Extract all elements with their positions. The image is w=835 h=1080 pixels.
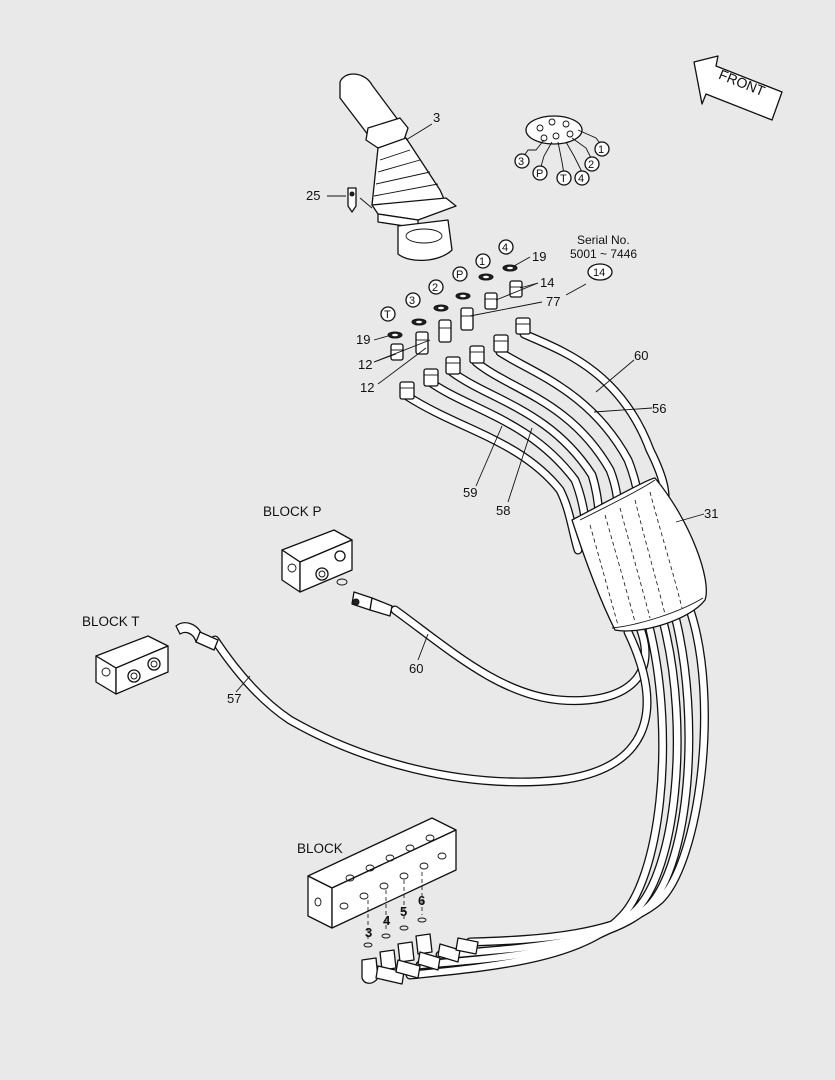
- svg-text:3: 3: [409, 295, 415, 307]
- serial-label: Serial No.: [577, 233, 630, 247]
- circled-port-3: 3: [405, 292, 421, 308]
- callout-57: 57: [227, 691, 241, 706]
- pattern-marker-t: T: [556, 170, 572, 186]
- pattern-marker-3: 3: [514, 153, 530, 169]
- block-port-6: 6: [418, 893, 425, 908]
- joystick-assembly: [339, 73, 457, 261]
- manifold-block: [307, 817, 479, 985]
- protective-sleeve: [571, 477, 707, 632]
- circled-port-p: P: [452, 266, 468, 282]
- circled-markers: T 3 2 P 1 4 14 1: [380, 141, 613, 322]
- hose-bundle: [210, 329, 709, 980]
- callout-12-lower: 12: [360, 380, 374, 395]
- svg-text:2: 2: [432, 282, 438, 294]
- circled-port-2: 2: [428, 279, 444, 295]
- callout-56: 56: [652, 401, 666, 416]
- serial-range: 5001 ~ 7446: [570, 247, 637, 261]
- pattern-marker-1: 1: [594, 141, 610, 157]
- callout-14: 14: [540, 275, 554, 290]
- callout-12-upper: 12: [358, 357, 372, 372]
- pattern-marker-4: 4: [574, 170, 590, 186]
- callout-19-left: 19: [356, 332, 370, 347]
- callout-58: 58: [496, 503, 510, 518]
- svg-text:1: 1: [598, 144, 604, 156]
- serial-note: Serial No. 5001 ~ 7446: [570, 233, 637, 261]
- svg-text:14: 14: [593, 267, 605, 279]
- circled-serial-14: 14: [587, 263, 613, 281]
- callout-31: 31: [704, 506, 718, 521]
- svg-text:T: T: [384, 309, 391, 321]
- svg-text:4: 4: [502, 242, 508, 254]
- callout-19-top: 19: [532, 249, 546, 264]
- svg-text:2: 2: [588, 159, 594, 171]
- leader-lines: [235, 123, 705, 693]
- callout-59: 59: [463, 485, 477, 500]
- callout-25: 25: [306, 188, 320, 203]
- block-headings: BLOCK P BLOCK T BLOCK: [82, 504, 343, 856]
- heading-block-t: BLOCK T: [82, 614, 140, 629]
- pattern-marker-2: 2: [584, 156, 600, 172]
- svg-text:P: P: [536, 168, 543, 180]
- circled-port-1: 1: [475, 253, 491, 269]
- block-p: [281, 529, 393, 617]
- block-t: [95, 622, 219, 695]
- port-fittings: [387, 264, 531, 400]
- callout-77: 77: [546, 294, 560, 309]
- port-pattern-icon: [523, 115, 603, 175]
- block-port-4: 4: [383, 913, 391, 928]
- callout-60-lower: 60: [409, 661, 423, 676]
- svg-text:T: T: [560, 173, 567, 185]
- callout-labels: 3 25 19 14 77 19 12 12 60 56 59 58 31 60…: [227, 110, 718, 706]
- front-direction-arrow: FRONT: [693, 55, 783, 121]
- block-port-3: 3: [365, 925, 372, 940]
- circled-port-4: 4: [498, 239, 514, 255]
- svg-text:3: 3: [518, 156, 524, 168]
- heading-block-p: BLOCK P: [263, 504, 322, 519]
- callout-60-upper: 60: [634, 348, 648, 363]
- svg-text:4: 4: [578, 173, 584, 185]
- callout-3: 3: [433, 110, 440, 125]
- block-port-5: 5: [400, 904, 407, 919]
- svg-text:P: P: [456, 269, 463, 281]
- circled-port-t: T: [380, 306, 396, 322]
- svg-text:1: 1: [479, 256, 485, 268]
- pattern-marker-p: P: [532, 165, 548, 181]
- heading-block: BLOCK: [297, 841, 343, 856]
- block-port-numbers: 3 4 5 6: [365, 893, 425, 940]
